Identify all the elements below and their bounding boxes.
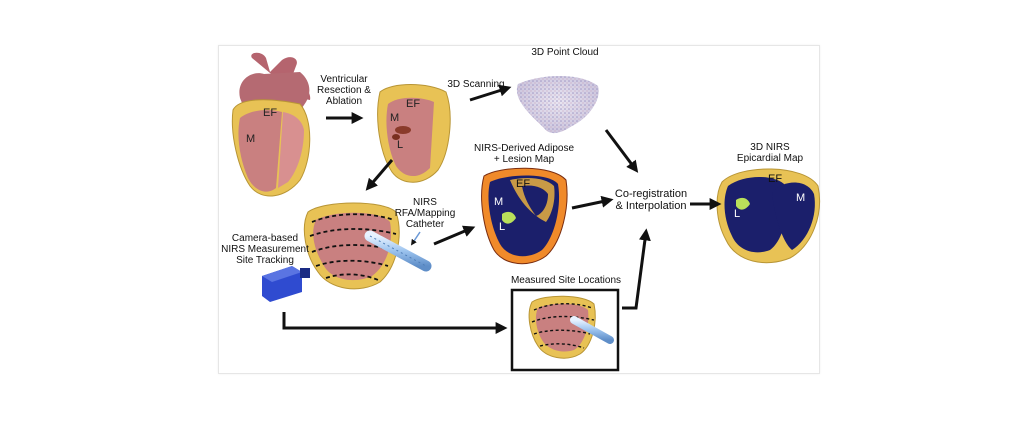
camera-label: Camera-based NIRS Measurement Site Track…: [221, 233, 309, 266]
tag-heart-m: M: [246, 133, 256, 145]
scanning-label: 3D Scanning: [447, 79, 505, 90]
tag-resected-l: L: [397, 139, 404, 151]
arrow-catheter-to-map: [433, 225, 476, 246]
tag-map-ef: EF: [516, 178, 531, 190]
point-cloud-image: [516, 76, 599, 134]
catheter-heart-image: [303, 202, 432, 290]
resected-heart-image: [377, 84, 451, 183]
measured-sites-label: Measured Site Locations: [510, 275, 622, 286]
camera-image: [262, 266, 310, 302]
epicardial-map-image: [716, 168, 821, 264]
arrow-map-to-coregistration: [571, 195, 614, 210]
nirs-map-image: [481, 167, 568, 265]
epicardial-map-label: 3D NIRS Epicardial Map: [736, 142, 804, 164]
whole-heart-image: [231, 52, 311, 197]
measured-sites-image: [528, 295, 614, 359]
point-cloud-title: 3D Point Cloud: [531, 47, 599, 58]
arrow-sites-to-coregistration: [622, 228, 651, 310]
arrow-camera-to-sites: [282, 312, 508, 334]
flow-arrows: [282, 84, 722, 334]
arrow-cloud-to-coregistration: [604, 129, 639, 173]
catheter-label: NIRS RFA/Mapping Catheter: [394, 197, 456, 230]
arrow-to-point-cloud: [469, 84, 512, 102]
tag-epi-ef: EF: [768, 173, 783, 185]
tag-epi-m: M: [796, 192, 806, 204]
tag-map-m: M: [494, 196, 504, 208]
tag-resected-m: M: [390, 112, 400, 124]
nirs-map-label: NIRS-Derived Adipose + Lesion Map: [473, 143, 575, 165]
tag-heart-ef: EF: [263, 107, 278, 119]
tag-map-l: L: [499, 221, 506, 233]
arrow-to-catheter-heart: [365, 159, 394, 191]
resection-label: Ventricular Resection & Ablation: [317, 74, 371, 107]
tag-epi-l: L: [734, 208, 741, 220]
tag-resected-ef: EF: [406, 98, 421, 110]
coregistration-label: Co-registration & Interpolation: [614, 188, 688, 212]
